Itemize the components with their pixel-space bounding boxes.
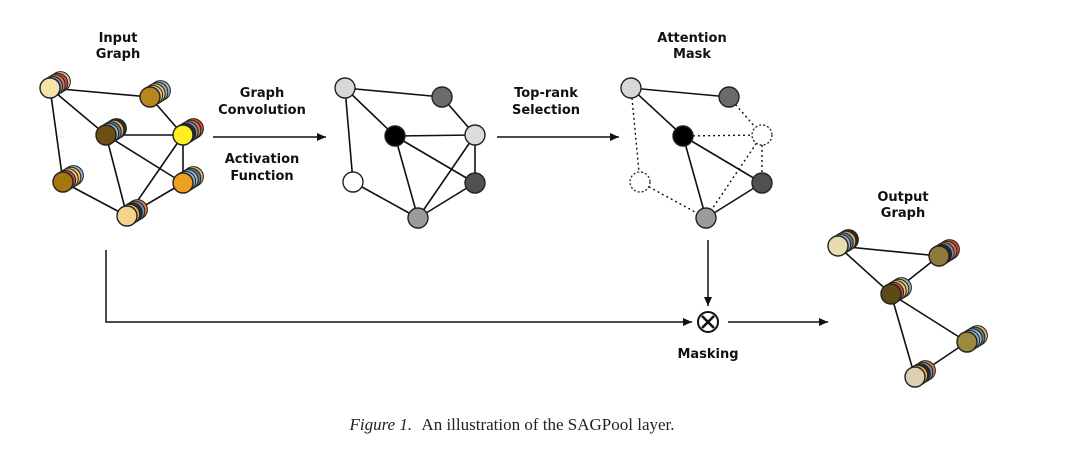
output-graph-label-line1: Output — [877, 190, 928, 205]
caption-prefix: Figure 1. — [348, 415, 412, 434]
figure-caption: Figure 1. An illustration of the SAGPool… — [348, 415, 674, 434]
caption-text: An illustration of the SAGPool layer. — [421, 415, 674, 434]
output-graph-nodes — [827, 229, 988, 388]
masking-multiply-icon — [697, 311, 719, 333]
convolution-graph-nodes — [334, 77, 486, 229]
input-node — [95, 118, 127, 146]
attention-solid-edges — [630, 87, 763, 219]
input-node — [139, 80, 171, 108]
attention-node — [751, 172, 773, 194]
output-node — [904, 360, 936, 388]
attention-node — [695, 207, 717, 229]
attention-masked-node — [751, 124, 773, 146]
top-rank-label-line2: Selection — [512, 103, 580, 118]
output-node — [880, 277, 912, 305]
attention-node — [718, 86, 740, 108]
attention-mask-graph — [620, 77, 773, 229]
convolution-node — [464, 124, 486, 146]
output-graph-label-line2: Graph — [881, 206, 925, 221]
attention-node — [672, 125, 694, 147]
input-node — [172, 166, 204, 194]
attention-mask-label-line1: Attention — [657, 31, 726, 46]
input-graph-nodes — [39, 71, 204, 227]
input-node — [116, 199, 148, 227]
convolution-graph-edges — [344, 87, 476, 219]
output-node — [956, 325, 988, 353]
input-graph-label-line2: Graph — [96, 47, 140, 62]
convolution-node — [464, 172, 486, 194]
graph-convolution-label-line2: Convolution — [218, 103, 306, 118]
attention-node — [620, 77, 642, 99]
top-rank-label-line1: Top-rank — [514, 86, 578, 101]
input-node — [39, 71, 71, 99]
activation-function-label-line2: Function — [230, 169, 293, 184]
arrow-skip-connection — [105, 250, 692, 326]
convolution-node — [384, 125, 406, 147]
attention-dotted-edges — [630, 87, 763, 219]
graph-convolution-label-line1: Graph — [240, 86, 284, 101]
output-graph — [827, 229, 988, 388]
activation-function-label-line1: Activation — [225, 152, 300, 167]
input-node — [52, 165, 84, 193]
attention-masked-node — [629, 171, 651, 193]
input-graph-edges — [49, 87, 184, 217]
output-graph-edges — [837, 245, 968, 378]
input-graph — [39, 71, 204, 227]
convolution-node — [431, 86, 453, 108]
attention-mask-label-line2: Mask — [673, 47, 711, 62]
convolution-node — [407, 207, 429, 229]
input-graph-label-line1: Input — [99, 31, 138, 46]
masking-label: Masking — [677, 347, 738, 362]
output-node — [827, 229, 859, 257]
convolution-graph — [334, 77, 486, 229]
convolution-node — [342, 171, 364, 193]
convolution-node — [334, 77, 356, 99]
attention-mask-nodes — [620, 77, 773, 229]
input-node — [172, 118, 204, 146]
output-node — [928, 239, 960, 267]
